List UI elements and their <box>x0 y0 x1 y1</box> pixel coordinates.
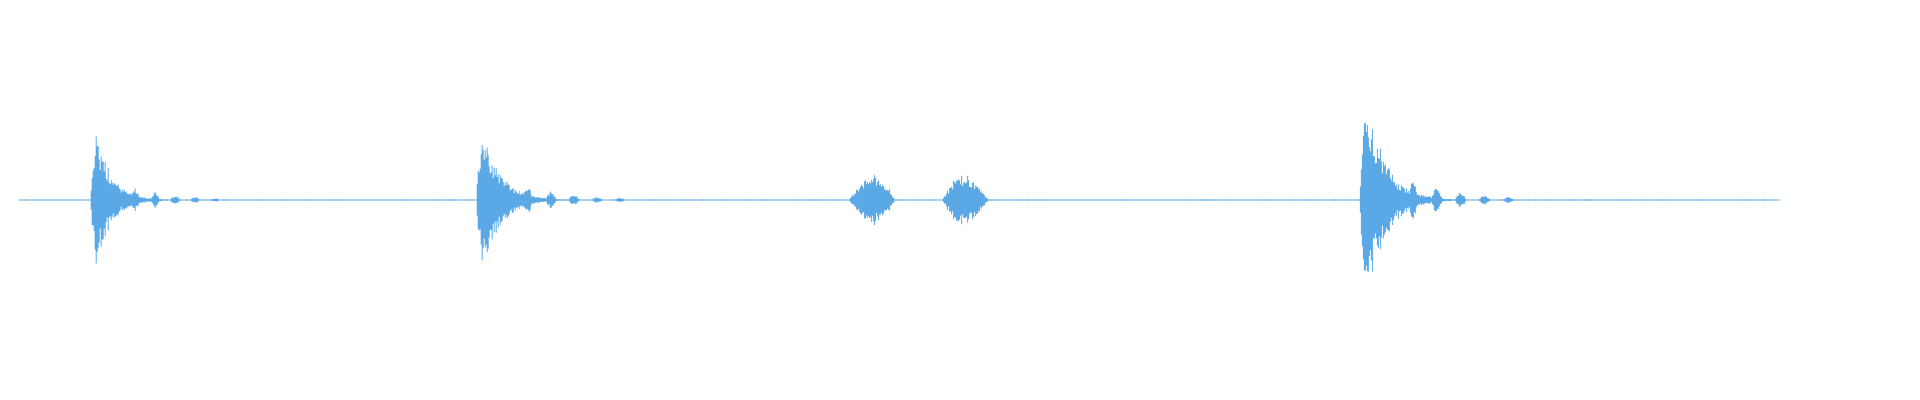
waveform-bursts <box>18 122 1780 272</box>
waveform-burst-1 <box>90 136 221 264</box>
waveform-burst-4 <box>1359 122 1514 272</box>
waveform-noise <box>18 199 1780 201</box>
waveform-burst-2 <box>476 145 626 261</box>
